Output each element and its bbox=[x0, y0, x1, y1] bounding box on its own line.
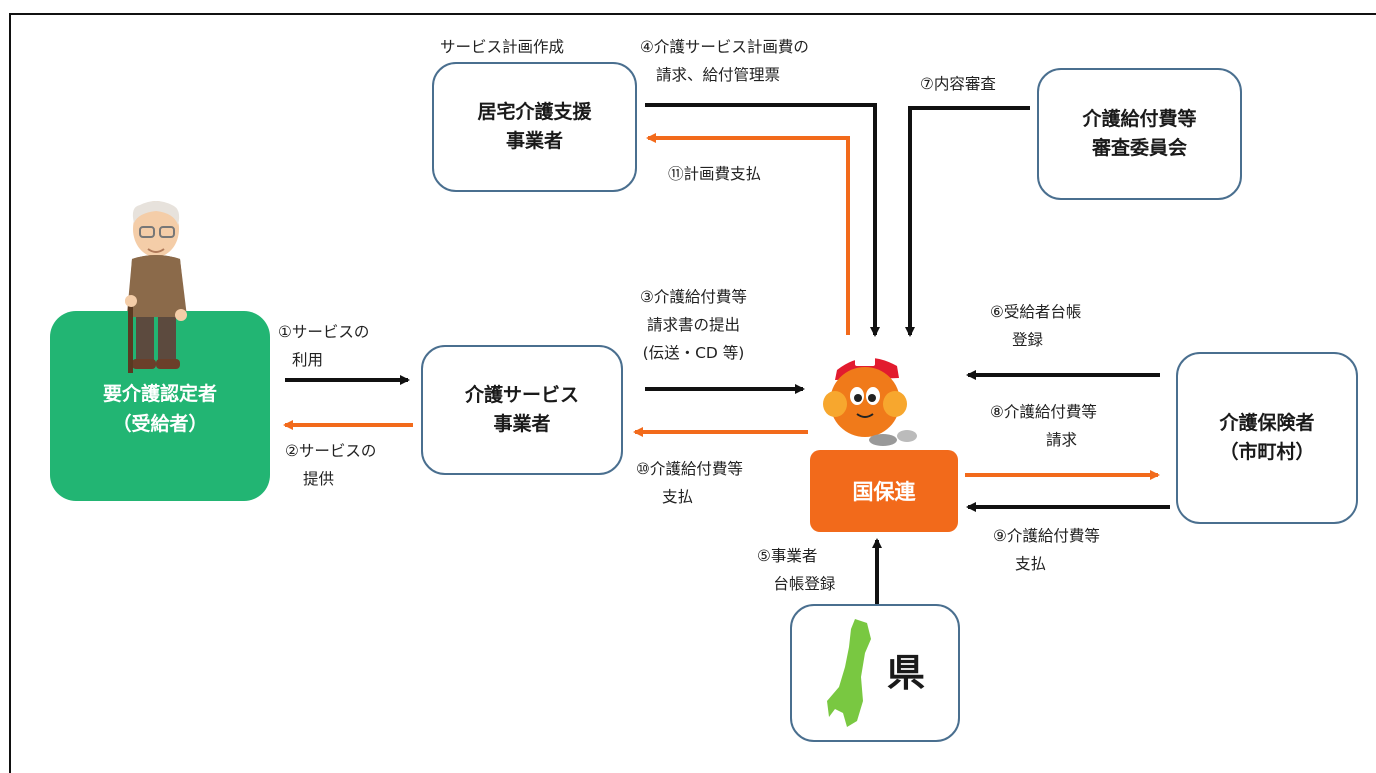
step7-label: ⑦内容審査 bbox=[920, 70, 996, 98]
step10-line1: ⑩介護給付費等 bbox=[636, 460, 743, 478]
service-provider-line1: 介護サービス bbox=[464, 384, 579, 406]
care-manager-node: 居宅介護支援 事業者 bbox=[432, 62, 637, 192]
service-provider-node: 介護サービス 事業者 bbox=[421, 345, 623, 475]
step9-label: ⑨介護給付費等 支払 bbox=[993, 522, 1100, 578]
step4-label: ④介護サービス計画費の 請求、給付管理票 bbox=[640, 33, 809, 89]
step1-line1: ①サービスの bbox=[278, 323, 370, 341]
step2-line2: 提供 bbox=[303, 470, 335, 488]
prefecture-label: 県 bbox=[886, 650, 925, 695]
beneficiary-line1: 要介護認定者 bbox=[102, 383, 217, 405]
step10-line2: 支払 bbox=[662, 488, 694, 506]
insurer-node: 介護保険者 （市町村） bbox=[1176, 352, 1358, 524]
step2-label: ②サービスの 提供 bbox=[285, 437, 376, 493]
step9-line1: ⑨介護給付費等 bbox=[993, 527, 1100, 545]
care-manager-line1: 居宅介護支援 bbox=[477, 101, 592, 123]
step11-line1: ⑪計画費支払 bbox=[668, 165, 762, 183]
mascot-icon bbox=[823, 356, 917, 446]
plan-creation-label: サービス計画作成 bbox=[440, 33, 564, 61]
step4-line1: ④介護サービス計画費の bbox=[640, 38, 809, 56]
step4-line2: 請求、給付管理票 bbox=[656, 66, 781, 84]
step5-label: ⑤事業者 台帳登録 bbox=[757, 542, 835, 598]
insurer-line2: （市町村） bbox=[1219, 441, 1315, 463]
arrow-step11 bbox=[646, 133, 850, 335]
arrow-step7 bbox=[905, 106, 1030, 337]
step3-line3: (伝送・CD 等) bbox=[642, 344, 745, 362]
review-committee-node: 介護給付費等 審査委員会 bbox=[1037, 68, 1242, 200]
step6-line1: ⑥受給者台帳 bbox=[990, 303, 1082, 321]
step3-label: ③介護給付費等 請求書の提出 (伝送・CD 等) bbox=[640, 283, 747, 367]
step5-line2: 台帳登録 bbox=[773, 575, 836, 593]
prefecture-node: 県 bbox=[790, 604, 960, 742]
step3-line2: 請求書の提出 bbox=[646, 316, 740, 334]
step8-line2: 請求 bbox=[1046, 431, 1078, 449]
insurer-line1: 介護保険者 bbox=[1219, 412, 1315, 434]
step6-label: ⑥受給者台帳 登録 bbox=[990, 298, 1081, 354]
step8-line1: ⑧介護給付費等 bbox=[990, 403, 1097, 421]
step10-label: ⑩介護給付費等 支払 bbox=[636, 455, 743, 511]
beneficiary-line2: （受給者） bbox=[112, 413, 208, 435]
step11-label: ⑪計画費支払 bbox=[668, 160, 761, 188]
review-committee-line1: 介護給付費等 bbox=[1082, 108, 1197, 130]
kokuho-label: 国保連 bbox=[852, 480, 916, 504]
step6-line2: 登録 bbox=[1012, 331, 1044, 349]
kokuho-node: 国保連 bbox=[810, 450, 958, 532]
step1-line2: 利用 bbox=[292, 351, 324, 369]
step2-line1: ②サービスの bbox=[285, 442, 377, 460]
plan-creation-text: サービス計画作成 bbox=[440, 38, 565, 56]
service-provider-line2: 事業者 bbox=[493, 413, 551, 435]
prefecture-map-icon bbox=[826, 619, 871, 727]
step9-line2: 支払 bbox=[1015, 555, 1047, 573]
step3-line1: ③介護給付費等 bbox=[640, 288, 747, 306]
review-committee-line2: 審査委員会 bbox=[1091, 137, 1187, 159]
step7-line1: ⑦内容審査 bbox=[920, 75, 996, 93]
step1-label: ①サービスの 利用 bbox=[278, 318, 369, 374]
diagram-frame bbox=[9, 13, 1376, 773]
care-manager-line2: 事業者 bbox=[505, 130, 563, 152]
arrow-step4 bbox=[645, 103, 880, 337]
elderly-person-icon-overlay bbox=[125, 255, 187, 373]
step8-label: ⑧介護給付費等 請求 bbox=[990, 398, 1097, 454]
step5-line1: ⑤事業者 bbox=[757, 547, 818, 565]
